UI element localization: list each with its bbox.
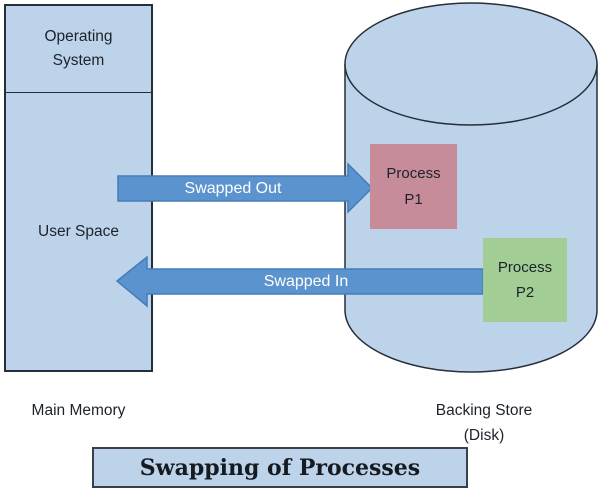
process-p1-box: Process P1 [370,144,457,229]
user-space-section: User Space [6,93,151,370]
diagram-title-box: Swapping of Processes [92,447,468,488]
swapped-out-arrow [117,162,374,214]
operating-system-label: Operating System [44,27,113,69]
diagram-title: Swapping of Processes [139,454,421,481]
process-p2-box: Process P2 [483,238,567,322]
swapped-out-label: Swapped Out [184,180,282,197]
operating-system-section: Operating System [6,6,151,93]
backing-store-cylinder-top [344,2,598,126]
user-space-label: User Space [38,222,119,240]
swapped-in-label: Swapped In [263,273,349,290]
main-memory-caption: Main Memory [31,402,126,419]
backing-store-caption-text: Backing Store (Disk) [435,402,533,445]
process-p1-label: Process P1 [386,165,441,208]
process-p2-label: Process P2 [497,258,553,302]
swapped-in-arrow [115,255,484,308]
backing-store-caption: Backing Store (Disk) [384,398,584,448]
